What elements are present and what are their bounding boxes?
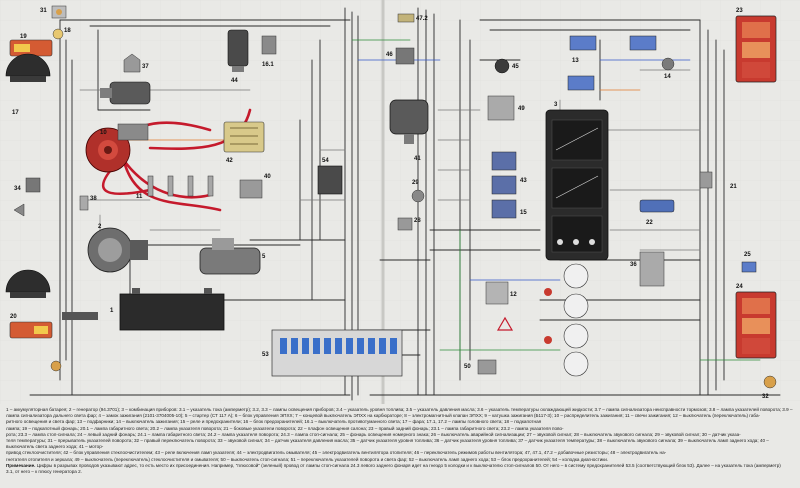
label-20: 20 xyxy=(10,314,17,320)
oil-pressure-sensor: 34 xyxy=(14,177,41,193)
flasher-relay: 31 xyxy=(40,5,67,19)
label-29: 29 xyxy=(412,180,419,186)
label-2: 2 xyxy=(98,224,102,230)
spark-plugs: 11 xyxy=(136,175,214,200)
front-turn-lamp: 20 xyxy=(9,314,53,339)
label-41: 41 xyxy=(414,156,421,162)
hazard-icon xyxy=(496,316,514,331)
legend-line: ритного освещения и света фар; 13 – подф… xyxy=(6,419,542,425)
label-28: 28 xyxy=(414,218,421,224)
label-38: 38 xyxy=(90,196,97,202)
fan-switch: 46 xyxy=(386,47,415,65)
legend-line: рота; 23.3 – лампа стоп-сигнала; 24 – ле… xyxy=(6,431,741,437)
washer-motor: 44 xyxy=(227,29,249,84)
legend-line: гнетателя отопителя и зеркала; 49 – выкл… xyxy=(6,456,609,462)
legend-line: теля температуры; 31 – прерыватель указа… xyxy=(6,438,769,450)
ignition-switch-14: 14 xyxy=(661,57,675,80)
label-3: 3 xyxy=(554,102,558,108)
relay-group: 43 15 xyxy=(491,151,527,219)
legend-line: привод стеклоочистителя; 42 – блок управ… xyxy=(6,450,667,456)
label-25: 25 xyxy=(744,252,751,258)
label-32: 32 xyxy=(762,394,769,400)
fuel-level-sensor: 36 xyxy=(630,251,665,287)
horn-icon xyxy=(13,203,25,217)
legend-line: лампа; 19 – подкапотный фонарь; 20.1 – л… xyxy=(6,425,564,431)
resistor-47-2: 47.2 xyxy=(397,13,428,23)
label-5: 5 xyxy=(262,254,266,260)
label-10: 10 xyxy=(100,130,107,136)
label-16: 16.1 xyxy=(262,62,274,68)
headlamp-top: 17 xyxy=(5,53,51,116)
starter: 5 xyxy=(199,238,266,275)
fuse-block: 53 xyxy=(262,329,403,377)
generator: 2 xyxy=(87,224,148,273)
battery: 1 xyxy=(110,288,225,331)
horn-switch: 28 xyxy=(397,217,421,231)
label-12: 12 xyxy=(510,292,517,298)
label-11: 11 xyxy=(136,194,143,200)
lamp-switch-40: 40 xyxy=(239,174,271,199)
note-text: Цифры в разрывах проводов указывают адре… xyxy=(36,462,781,468)
legend-note-tail: 3.1, от него – к плюсу генератора 2. xyxy=(6,469,82,475)
label-46: 46 xyxy=(386,52,393,58)
diagram-legend: 1 – аккумуляторная батарея; 2 – генерато… xyxy=(0,404,800,488)
front-parking-lamp: 19 xyxy=(9,34,53,57)
light-switch: 12 xyxy=(485,281,517,305)
label-31: 31 xyxy=(40,8,47,14)
instrument-cluster: 3 xyxy=(545,102,609,261)
ignition-coil xyxy=(100,81,151,105)
brake-light-switch: 50 xyxy=(464,359,497,375)
label-34: 34 xyxy=(14,186,21,192)
legend-line: лампа сигнализатора дальнего света фар; … xyxy=(6,413,761,419)
rear-left-lamp: 24 xyxy=(735,284,777,359)
label-40: 40 xyxy=(264,174,271,180)
horn-29: 29 xyxy=(411,180,425,203)
headlamp-bottom xyxy=(5,269,51,298)
diagnostic-connector: 54 xyxy=(317,158,343,195)
coolant-temp-sensor: 37 xyxy=(123,53,149,73)
label-1: 1 xyxy=(110,308,114,314)
wiring-diagram: 31 18 19 17 37 44 xyxy=(0,0,800,404)
label-21: 21 xyxy=(730,184,737,190)
fog-light-switch: 16.1 xyxy=(261,35,277,68)
label-14: 14 xyxy=(664,74,671,80)
label-17: 17 xyxy=(12,110,19,116)
label-37: 37 xyxy=(142,64,149,70)
label-15: 15 xyxy=(520,210,527,216)
label-19: 19 xyxy=(20,34,27,40)
label-47: 47.2 xyxy=(416,16,428,22)
plate-lamp: 25 xyxy=(741,252,757,273)
label-43: 43 xyxy=(520,178,527,184)
gauge-group xyxy=(544,263,589,377)
label-49: 49 xyxy=(518,106,525,112)
dome-light: 22 xyxy=(639,199,675,226)
heater-fan-motor: 45 xyxy=(494,58,519,74)
rear-lamp-32: 32 xyxy=(762,375,777,400)
label-44: 44 xyxy=(231,78,238,84)
label-13: 13 xyxy=(572,58,579,64)
label-18: 18 xyxy=(64,28,71,34)
side-turn-indicators: 21 xyxy=(699,171,737,190)
note-heading: Примечание. xyxy=(6,462,36,468)
legend-line: 1 – аккумуляторная батарея; 2 – генерато… xyxy=(6,407,793,412)
relay-13: 13 xyxy=(567,35,657,91)
label-53: 53 xyxy=(262,352,269,358)
legend-note: Примечание. Цифры в разрывах проводов ук… xyxy=(6,463,794,469)
rear-right-lamp: 23 xyxy=(735,8,777,83)
label-24: 24 xyxy=(736,284,743,290)
wiper-switch: 49 xyxy=(487,95,525,121)
label-23: 23 xyxy=(736,8,743,14)
label-42: 42 xyxy=(226,158,233,164)
label-36: 36 xyxy=(630,262,637,268)
reverse-light-switch: 38 xyxy=(79,195,97,211)
underhood-lamp: 18 xyxy=(52,28,71,40)
label-50: 50 xyxy=(464,364,471,370)
label-54: 54 xyxy=(322,158,329,164)
wiper-control-unit: 42 xyxy=(223,121,265,164)
label-45: 45 xyxy=(512,64,519,70)
wiper-motor: 41 xyxy=(389,99,429,162)
label-22: 22 xyxy=(646,220,653,226)
